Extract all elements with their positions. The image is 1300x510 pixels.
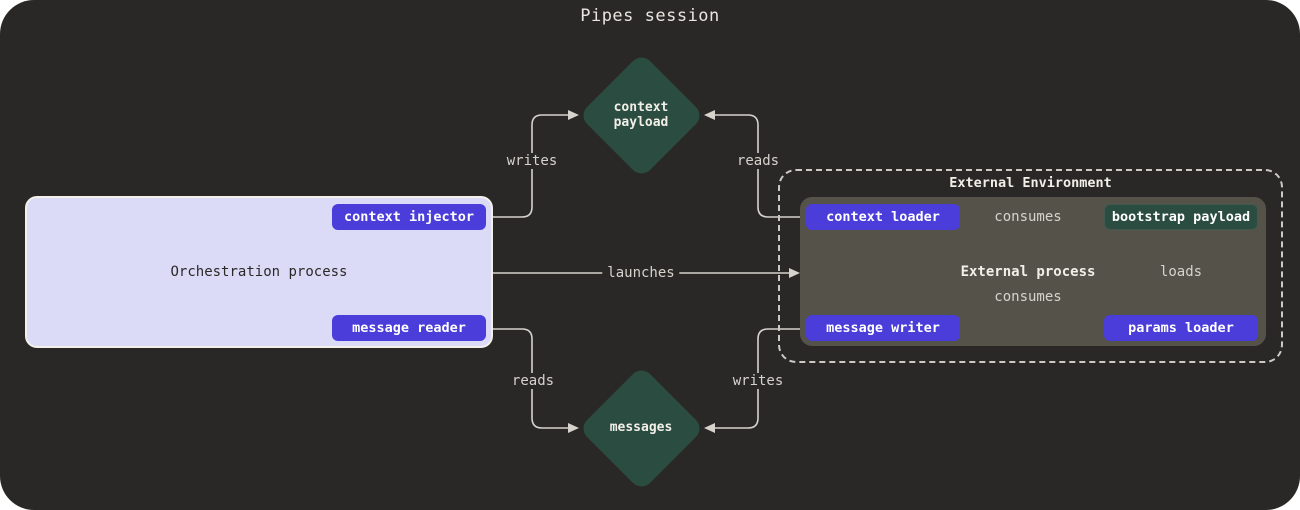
external-environment-label: External Environment: [949, 175, 1112, 191]
external-process-label: External process: [960, 264, 1096, 280]
context-loader-button[interactable]: context loader: [806, 204, 960, 230]
message-writer-button[interactable]: message writer: [806, 315, 960, 341]
node-messages-label: messages: [609, 420, 673, 435]
node-context-payload-label: context payload: [613, 100, 669, 130]
arrowhead-writes-top: [568, 110, 579, 120]
external-environment-box: [778, 169, 1283, 363]
arrowhead-launches: [789, 268, 800, 278]
edge-label-consumes-bottom: consumes: [989, 289, 1067, 305]
edge-label-reads-bottom: reads: [506, 373, 560, 389]
arrowhead-writes-bottom: [704, 423, 715, 433]
arrowhead-reads-top: [704, 110, 715, 120]
message-reader-button[interactable]: message reader: [332, 315, 486, 341]
bootstrap-payload-node[interactable]: bootstrap payload: [1104, 204, 1258, 230]
edge-label-consumes-top: consumes: [989, 209, 1067, 225]
arrowhead-reads-bottom: [568, 423, 579, 433]
edge-label-launches: launches: [602, 265, 680, 281]
edge-label-writes-bottom: writes: [727, 373, 789, 389]
edge-label-loads: loads: [1154, 264, 1208, 280]
page-title: Pipes session: [580, 6, 720, 26]
orchestration-process-label: Orchestration process: [170, 264, 348, 280]
params-loader-button[interactable]: params loader: [1104, 315, 1258, 341]
edge-label-reads-top: reads: [731, 153, 785, 169]
edge-label-writes-top: writes: [501, 153, 563, 169]
context-injector-button[interactable]: context injector: [332, 204, 486, 230]
